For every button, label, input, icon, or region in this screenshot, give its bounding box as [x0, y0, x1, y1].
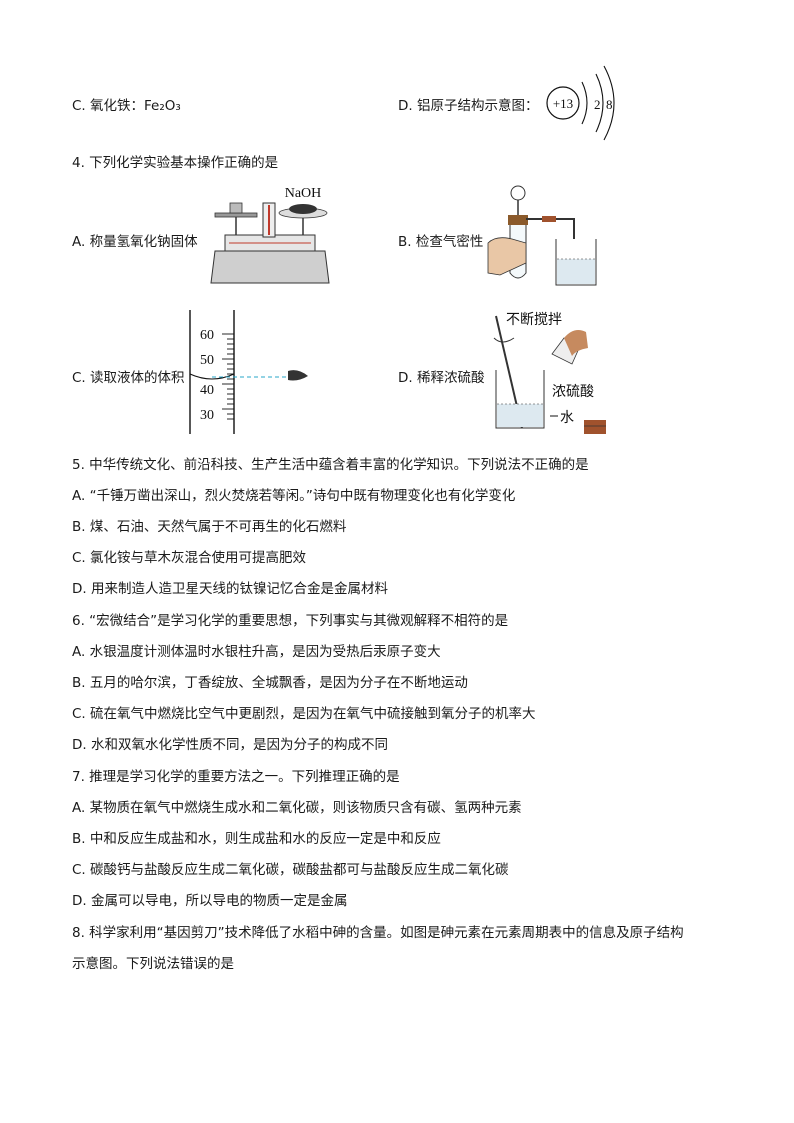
electron-shell-2	[595, 73, 604, 133]
q8-stem-line1: 8. 科学家利用“基因剪刀”技术降低了水稻中砷的含量。如图是砷元素在元素周期表中…	[72, 925, 684, 941]
dilute-sulfuric-acid-figure: 不断搅拌 浓硫酸 水	[493, 312, 606, 434]
shell-1-electrons: 2	[594, 97, 601, 112]
eye-icon	[288, 370, 308, 381]
graduated-cylinder-figure: 60 50 40 30	[189, 310, 308, 434]
tick-label-60: 60	[200, 328, 214, 343]
water-label: 水	[560, 410, 574, 426]
tick-label-50: 50	[200, 353, 214, 368]
aluminum-atom-diagram: +13 2 8	[546, 65, 615, 141]
q7-stem: 7. 推理是学习化学的重要方法之一。下列推理正确的是	[72, 769, 400, 785]
tick-label-30: 30	[200, 408, 214, 423]
shell-2-electrons: 8	[606, 97, 613, 112]
q6-option-b: B. 五月的哈尔滨，丁香绽放、全城飘香，是因为分子在不断地运动	[72, 675, 468, 691]
q7-option-a: A. 某物质在氧气中燃烧生成水和二氧化碳，则该物质只含有碳、氢两种元素	[72, 800, 522, 816]
tick-label-40: 40	[200, 383, 214, 398]
q4-stem: 4. 下列化学实验基本操作正确的是	[72, 155, 279, 171]
q7-option-c: C. 碳酸钙与盐酸反应生成二氧化碳，碳酸盐都可与盐酸反应生成二氧化碳	[72, 862, 509, 878]
q8-stem-line2: 示意图。下列说法错误的是	[72, 956, 234, 972]
q4-option-d: D. 稀释浓硫酸	[398, 370, 485, 386]
electron-shell-3	[603, 65, 615, 141]
q5-stem: 5. 中华传统文化、前沿科技、生产生活中蕴含着丰富的化学知识。下列说法不正确的是	[72, 457, 589, 473]
q4-option-c: C. 读取液体的体积	[72, 370, 185, 386]
nucleus-circle	[546, 86, 580, 120]
q7-option-d: D. 金属可以导电，所以导电的物质一定是金属	[72, 893, 348, 909]
q6-option-d: D. 水和双氧水化学性质不同，是因为分子的构成不同	[72, 737, 388, 753]
nucleus-charge: +13	[553, 96, 573, 111]
q5-option-d: D. 用来制造人造卫星天线的钛镍记忆合金是金属材料	[72, 581, 388, 597]
acid-label: 浓硫酸	[552, 384, 594, 400]
electron-shell-1	[581, 81, 588, 125]
naoh-label: NaOH	[285, 186, 322, 201]
airtightness-figure	[487, 185, 597, 286]
q6-option-a: A. 水银温度计测体温时水银柱升高，是因为受热后汞原子变大	[72, 644, 441, 660]
q5-option-c: C. 氯化铵与草木灰混合使用可提高肥效	[72, 550, 307, 566]
q7-option-b: B. 中和反应生成盐和水，则生成盐和水的反应一定是中和反应	[72, 831, 441, 847]
balance-figure: NaOH	[210, 186, 330, 284]
q4-option-b: B. 检查气密性	[398, 234, 484, 250]
q6-stem: 6. “宏微结合”是学习化学的重要思想，下列事实与其微观解释不相符的是	[72, 613, 509, 629]
q4-option-a: A. 称量氢氧化钠固体	[72, 234, 198, 250]
q6-option-c: C. 硫在氧气中燃烧比空气中更剧烈，是因为在氧气中硫接触到氧分子的机率大	[72, 706, 536, 722]
q5-option-a: A. “千锤万凿出深山，烈火焚烧若等闲。”诗句中既有物理变化也有化学变化	[72, 488, 516, 504]
stir-label: 不断搅拌	[506, 312, 562, 328]
q5-option-b: B. 煤、石油、天然气属于不可再生的化石燃料	[72, 519, 347, 535]
q3-option-c: C. 氧化铁：Fe₂O₃	[72, 98, 181, 114]
q3-option-d: D. 铝原子结构示意图：	[398, 98, 539, 114]
